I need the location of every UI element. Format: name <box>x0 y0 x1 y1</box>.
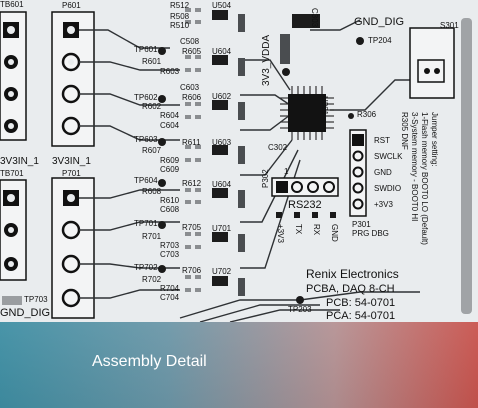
caption-banner: Assembly Detail <box>0 322 478 408</box>
label-tb701: TB701 <box>0 169 24 178</box>
label-r607: R607 <box>142 146 162 155</box>
label-r604: R604 <box>160 111 180 120</box>
label-r602: R602 <box>142 102 162 111</box>
label-prg-rst: RST <box>374 136 390 145</box>
label-tp701: TP701 <box>134 219 158 228</box>
label-u504: U504 <box>212 1 232 10</box>
vertical-scrollbar[interactable] <box>461 18 472 314</box>
label-p302: P302 <box>261 169 270 188</box>
label-tp601: TP601 <box>134 45 158 54</box>
label-r508: R508 <box>170 12 190 21</box>
label-c604: C604 <box>160 121 180 130</box>
label-u604b: U604 <box>212 180 232 189</box>
label-r610: R610 <box>160 196 180 205</box>
label-pin1: 1 <box>284 167 289 176</box>
label-r306: R306 <box>357 110 377 119</box>
label-prg-swdio: SWDIO <box>374 184 402 193</box>
label-p601: P601 <box>62 1 81 10</box>
label-r609: R609 <box>160 156 180 165</box>
label-r603: R603 <box>160 67 180 76</box>
label-r704: R704 <box>160 284 180 293</box>
label-c603: C603 <box>180 83 200 92</box>
silkscreen-pcba: PCBA, DAQ 8-CH <box>306 283 395 295</box>
label-c703: C703 <box>160 250 180 259</box>
jumper-line1: 1-Flash memory BOOT0 LO (Default) <box>420 112 429 245</box>
silkscreen-pcb: PCB: 54-0701 <box>326 297 396 309</box>
label-c608: C608 <box>160 205 180 214</box>
label-gnd-dig-left: GND_DIG <box>0 307 51 319</box>
label-tp603: TP603 <box>134 135 158 144</box>
label-prg-swclk: SWCLK <box>374 152 403 161</box>
switch-s301 <box>409 27 455 99</box>
label-rs232-pin-3v3: +3V3 <box>276 224 285 243</box>
label-r703: R703 <box>160 241 180 250</box>
label-c704: C704 <box>160 293 180 302</box>
label-tp203: TP203 <box>288 305 312 314</box>
label-c609: C609 <box>160 165 180 174</box>
label-rs232-pin-rx: RX <box>312 224 321 236</box>
label-tb601: TB601 <box>0 0 24 9</box>
caption-title: Assembly Detail <box>92 353 207 370</box>
jumper-line2: 3-System memory - BOOT0 HI <box>410 112 419 222</box>
label-c303: C303 <box>310 8 319 28</box>
label-r702: R702 <box>142 275 162 284</box>
label-r705: R705 <box>182 223 202 232</box>
pcb-drawing <box>0 8 455 322</box>
header-prg-dbg <box>349 129 367 217</box>
label-u701: U701 <box>212 224 232 233</box>
label-r611: R611 <box>182 138 201 147</box>
label-prg-gnd: GND <box>374 168 392 177</box>
label-c508: C508 <box>180 37 200 46</box>
label-r706: R706 <box>182 266 202 275</box>
label-p701: P701 <box>62 169 81 178</box>
label-rs232-pin-tx: TX <box>294 224 303 235</box>
label-rs232-pin-gnd: GND <box>330 224 339 242</box>
label-r612: R612 <box>182 179 202 188</box>
label-r512: R512 <box>170 1 190 10</box>
header-p601 <box>51 11 95 147</box>
label-c302: C302 <box>268 143 288 152</box>
label-3v3in-mid: 3V3IN_1 <box>52 156 91 167</box>
silkscreen-pca: PCA: 54-0701 <box>326 310 396 322</box>
label-r601: R601 <box>142 57 162 66</box>
label-tp204: TP204 <box>368 36 392 45</box>
label-r608: R608 <box>142 187 162 196</box>
mcu-u301 <box>288 94 326 132</box>
label-3v3in-left: 3V3IN_1 <box>0 156 39 167</box>
label-s301: S301 <box>440 21 459 30</box>
jumper-note: Jumper setting: <box>430 112 439 167</box>
label-u603: U603 <box>212 138 232 147</box>
label-gnd-dig-right: GND_DIG <box>354 16 405 28</box>
label-u702: U702 <box>212 267 232 276</box>
label-r605: R605 <box>182 47 202 56</box>
silkscreen-company: Renix Electronics <box>306 267 399 281</box>
pcb-assembly-view: TB601 P601 3V3IN_1 3V3IN_1 TB701 P701 GN… <box>0 0 478 322</box>
label-prg-dbg: PRG DBG <box>352 229 389 238</box>
label-tp702: TP702 <box>134 263 158 272</box>
label-u604a: U604 <box>212 47 232 56</box>
label-tp604: TP604 <box>134 176 158 185</box>
label-r606: R606 <box>182 93 202 102</box>
label-r701: R701 <box>142 232 162 241</box>
label-r510: R510 <box>170 21 190 30</box>
label-p301: P301 <box>352 220 371 229</box>
label-prg-3v3: +3V3 <box>374 200 393 209</box>
caption-overlay <box>0 322 478 408</box>
header-rs232 <box>271 177 339 197</box>
jumper-line3: R305 DNF <box>400 112 409 150</box>
label-rs232: RS232 <box>288 199 322 211</box>
label-3v3-vdda: 3V3_VDDA <box>261 34 272 86</box>
label-tp703: TP703 <box>24 295 48 304</box>
label-tp602: TP602 <box>134 93 158 102</box>
label-u301: U301 <box>320 96 329 116</box>
label-u602: U602 <box>212 92 232 101</box>
